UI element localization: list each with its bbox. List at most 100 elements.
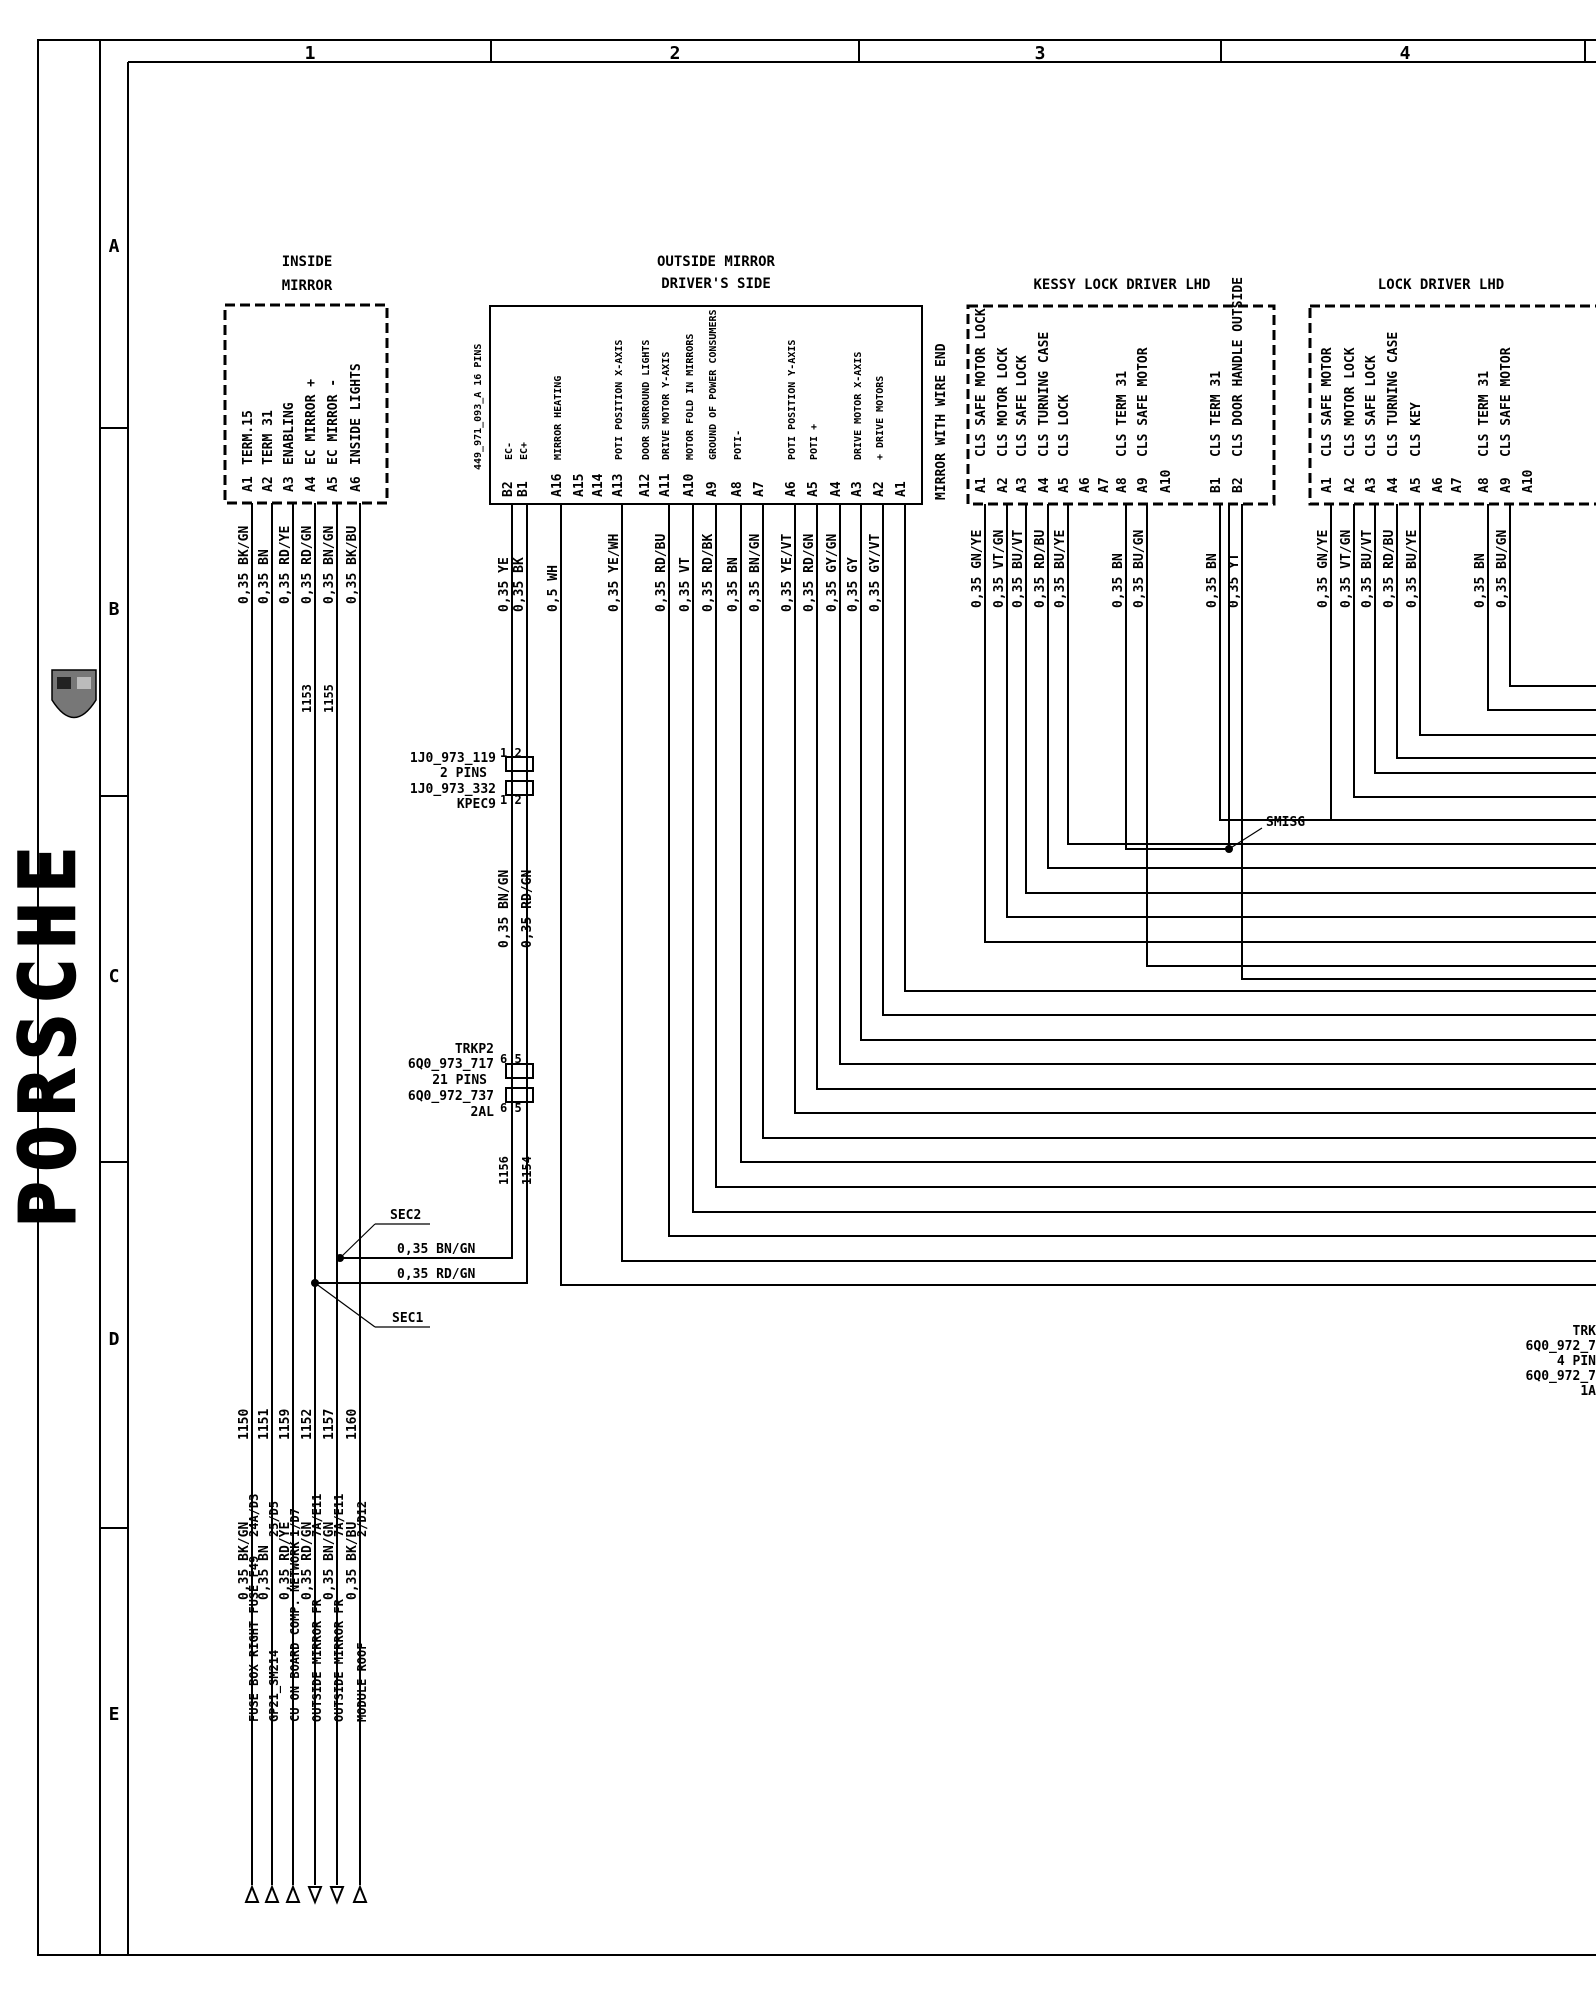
wire-line xyxy=(1487,504,1596,711)
pin-label: INSIDE LIGHTS xyxy=(349,363,364,465)
wire-line xyxy=(816,504,1596,1090)
connector-pins: 1 2 xyxy=(500,793,522,807)
wire-number: 1157 xyxy=(322,1409,337,1440)
wire-label: 0,35 RD/YE xyxy=(278,1522,293,1600)
wire-number: 1152 xyxy=(300,1409,315,1440)
wire-label: 0,35 RD/BK xyxy=(701,534,716,612)
wire-label: 0,35 BN/GN xyxy=(397,1242,475,1257)
wire-label: 0,35 BN xyxy=(257,549,272,604)
pin-label: GROUND OF POWER CONSUMERS xyxy=(708,309,719,460)
wire-line xyxy=(1330,504,1596,821)
wire-line xyxy=(668,504,1596,1237)
wire-line xyxy=(904,504,1596,992)
inside-mirror-title: INSIDE xyxy=(282,254,333,270)
wire-label: 0,35 BN xyxy=(257,1545,272,1600)
pin-id: A5 xyxy=(1409,477,1424,493)
pin-id: B2 xyxy=(501,481,516,497)
wire-line xyxy=(740,504,1596,1163)
wire-label: 0,35 BU/VT xyxy=(1011,530,1026,608)
wire-label: 0,35 GY xyxy=(846,557,861,612)
pin-id: A10 xyxy=(1159,469,1174,493)
wire-line xyxy=(794,504,1596,1114)
pin-id: A4 xyxy=(1386,477,1401,493)
pin-id: A1 xyxy=(894,481,909,497)
pin-id: A10 xyxy=(1521,469,1536,493)
wire-line xyxy=(860,504,1596,1041)
connector-label: 21 PINS xyxy=(432,1073,487,1088)
wire-line xyxy=(715,504,1596,1188)
wire-label: 0,35 BN/GN xyxy=(322,1522,337,1600)
crest-detail xyxy=(57,677,71,689)
pin-id: A4 xyxy=(304,476,319,492)
wire-label: 0,35 BN xyxy=(1205,553,1220,608)
kessy-lock-title: KESSY LOCK DRIVER LHD xyxy=(1033,277,1210,293)
pin-label: CLS TERM 31 xyxy=(1477,371,1492,457)
pin-id: A5 xyxy=(1057,477,1072,493)
pin-label: POTI + xyxy=(809,424,820,460)
connector-arrow-icon xyxy=(307,1886,323,1905)
pin-id: A8 xyxy=(730,481,745,497)
connector-label: TRK xyxy=(1573,1324,1596,1339)
pin-label: MOTOR FOLD IN MIRRORS xyxy=(685,334,696,460)
wire-label: 0,35 BU/YE xyxy=(1405,530,1420,608)
pin-label: CLS SAFE LOCK xyxy=(1364,355,1379,457)
destination-ref: 2/D12 xyxy=(355,1501,369,1537)
pin-label: EC MIRROR - xyxy=(326,379,341,465)
pin-id: A10 xyxy=(682,473,697,497)
connector-label: KPEC9 xyxy=(457,797,496,812)
wire-label: 0,35 RD/GN xyxy=(802,534,817,612)
row-letter: E xyxy=(109,1704,120,1725)
wire-label: 0,35 GY/GN xyxy=(825,534,840,612)
lock-driver-title: LOCK DRIVER LHD xyxy=(1378,277,1504,293)
wire-line xyxy=(1146,504,1596,967)
pin-label: POTI POSITION Y-AXIS xyxy=(787,340,798,460)
row-letter: D xyxy=(109,1329,120,1350)
wire-label: 0,35 VT/GN xyxy=(1339,530,1354,608)
wire-line xyxy=(1241,504,1596,980)
connector-arrow-icon xyxy=(285,1884,301,1903)
wire-line xyxy=(984,504,1596,943)
wire-label: 0,35 BK/GN xyxy=(237,1522,252,1600)
connector-label: 4 PIN xyxy=(1557,1354,1596,1369)
connector-label: 6Q0_972_7 xyxy=(1526,1339,1596,1354)
pin-label: EC- xyxy=(504,442,515,460)
wire-label: 0,35 BN/GN xyxy=(497,870,512,948)
pin-label: CLS MOTOR LOCK xyxy=(1343,347,1358,457)
pin-id: A1 xyxy=(974,477,989,493)
row-letter: B xyxy=(109,599,120,620)
pin-label: POTI- xyxy=(733,430,744,460)
connector-plug-icon xyxy=(505,756,534,772)
wire-line xyxy=(494,504,528,1284)
wire-label: 0,35 RD/YE xyxy=(278,526,293,604)
destination-ref: 1/D7 xyxy=(288,1508,302,1537)
wire-label: 0,5 WH xyxy=(546,565,561,612)
wire-label: 0,35 BU/GN xyxy=(1132,530,1147,608)
connector-label: 1J0_973_332 xyxy=(410,782,496,797)
lock-driver-box xyxy=(1308,304,1596,506)
wire-label: 0,35 RD/GN xyxy=(397,1267,475,1282)
pin-label: CLS KEY xyxy=(1409,402,1424,457)
wire-line xyxy=(482,504,513,1259)
pin-id: A3 xyxy=(1015,477,1030,493)
pin-id: A13 xyxy=(611,474,626,497)
wire-line xyxy=(1509,504,1596,687)
crest-detail xyxy=(77,677,91,689)
pin-id: A3 xyxy=(850,481,865,497)
pin-id: A4 xyxy=(829,481,844,497)
pin-label: TERM 31 xyxy=(261,410,276,465)
destination-label: GP21_SM214 xyxy=(267,1650,282,1722)
wire-label: 0,35 GN/YE xyxy=(1316,530,1331,608)
wire-label: 0,35 BN xyxy=(1111,553,1126,608)
wire-line xyxy=(1353,504,1596,798)
pin-id: A11 xyxy=(658,473,673,497)
splice-leader xyxy=(314,1282,376,1328)
part-number: 449_971_093_A 16 PINS xyxy=(473,344,484,470)
column-number: 2 xyxy=(670,43,681,64)
pin-label: MIRROR HEATING xyxy=(553,376,564,460)
pin-id: A4 xyxy=(1037,477,1052,493)
wire-number: 1150 xyxy=(237,1409,252,1440)
wire-line xyxy=(839,504,1596,1065)
connector-label: 6Q0_972_737 xyxy=(408,1089,494,1104)
wire-label: 0,35 BN xyxy=(726,557,741,612)
